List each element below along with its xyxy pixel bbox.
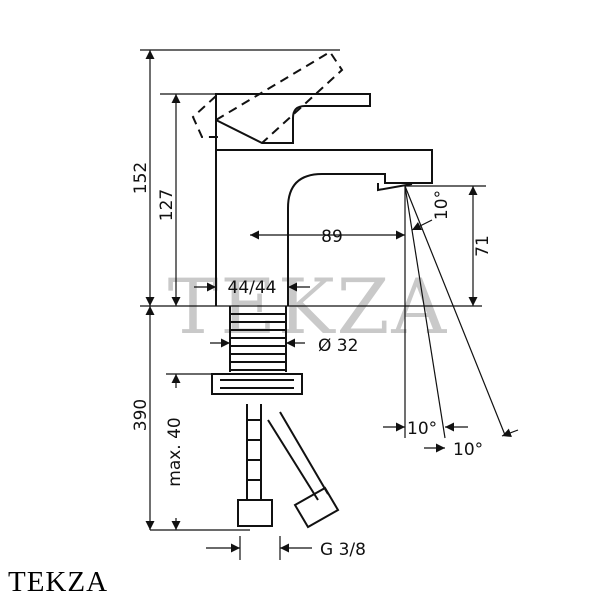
dimension-lines — [140, 49, 519, 560]
dim-total-height: 152 — [131, 162, 151, 194]
dim-reach: 89 — [321, 227, 343, 247]
dim-spout-height: 127 — [157, 189, 177, 221]
dim-connection: G 3/8 — [320, 540, 366, 560]
dim-spray-angle-1: 10° — [407, 419, 437, 439]
dim-outlet-height: 71 — [473, 235, 493, 257]
dim-hose-length: 390 — [131, 399, 151, 431]
dim-shank-diameter: Ø 32 — [318, 336, 358, 356]
dim-spray-angle-2: 10° — [453, 440, 483, 460]
thread-hatching — [230, 313, 286, 481]
dim-max-thickness: max. 40 — [165, 417, 185, 486]
dim-outlet-angle: 10° — [432, 190, 452, 220]
brand-label: TEKZA — [8, 566, 109, 598]
handle-rotation-outline — [191, 50, 344, 144]
dim-body-size: 44/44 — [228, 278, 277, 298]
